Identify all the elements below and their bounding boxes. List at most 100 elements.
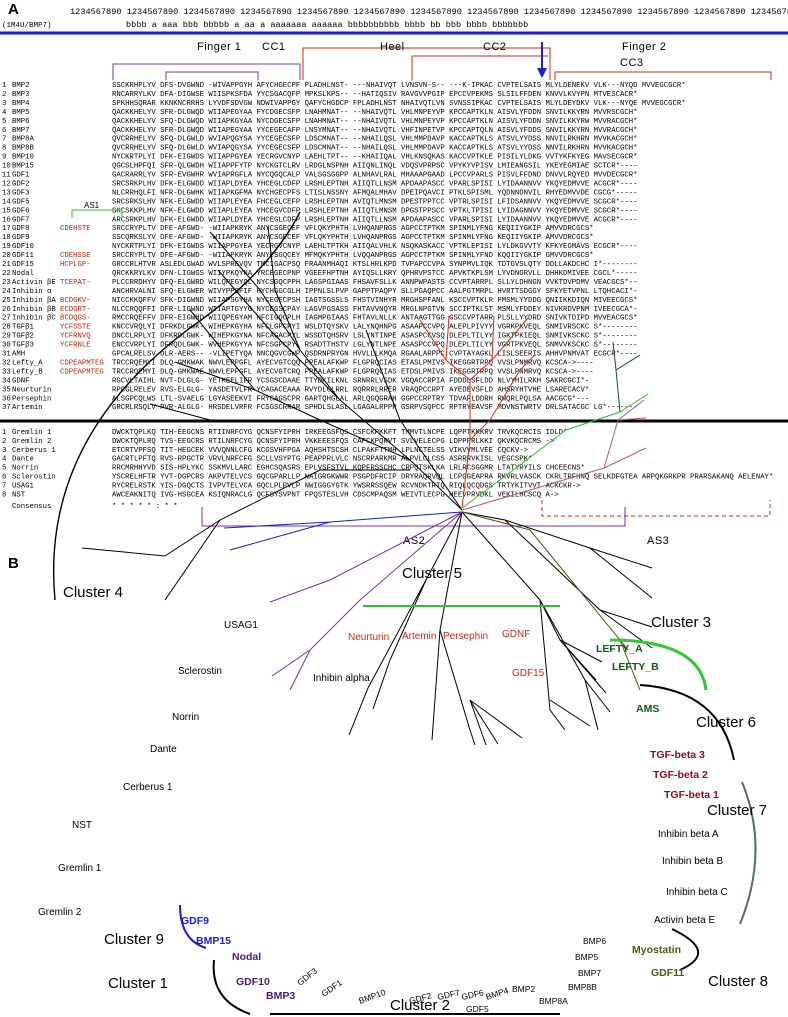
row-number: 29 (2, 333, 11, 341)
row-name: BMP3 (12, 91, 30, 99)
row-name: GDNF (12, 377, 30, 385)
row-sequence: TRCCRQEMYI DLQ-GMKWAK NWVLEPPGFL AYECVGT… (112, 359, 594, 367)
as1-bracket (71, 209, 123, 218)
row-number: 32 (2, 359, 11, 367)
branch-inhibin-ba (461, 511, 653, 569)
row-sequence: RGCVLTAIHL NVT-DLGLG- YETKEELIFR YCSGSCD… (112, 377, 589, 385)
row-name: GDF1 (12, 172, 30, 180)
row-number: 12 (2, 180, 11, 188)
row-name: Sclerostin (12, 474, 56, 482)
branch-nst (149, 403, 320, 421)
row-sequence: QACKKHELYV SFQ-DLGWQD WIIAPKGYAA NYCDGEC… (112, 118, 637, 126)
leaf-myostatin: Myostatin (632, 944, 681, 956)
branch-gdf2 (439, 629, 476, 746)
row-name: Inhibin βA (12, 297, 56, 305)
row-number: 31 (2, 351, 11, 359)
row-sequence: SRCCRYPLTV DFE-AFGWD- -WIIAPKRYK ANYCSGQ… (112, 252, 594, 260)
leaf-inhibin-bc: Inhibin beta C (666, 887, 728, 898)
row-name: TGFβ1 (12, 324, 35, 332)
row-name: Lefty_B (12, 368, 43, 376)
branch-bmp3 (289, 649, 311, 691)
row-number: 13 (2, 189, 11, 197)
row-sequence: DWCKTQPLRQ TVS-EEGCRS RTILNRFCYG QCNSFYI… (112, 438, 554, 446)
row-name: BMP5 (12, 109, 30, 117)
branch-myostatin (461, 511, 629, 651)
branch-gremlin2 (164, 519, 221, 601)
leaf-gremlin2: Gremlin 2 (38, 907, 82, 918)
domain-brackets (112, 42, 772, 80)
row-prefix: TCEPAT- (60, 279, 91, 287)
leaf-tgfb2: TGF-beta 2 (653, 769, 708, 781)
row-sequence: SRCSRKSLHV NFK-ELGWDD WIIAPLEYEA FHCEGLC… (112, 198, 637, 206)
branch-bmp2 (549, 699, 591, 727)
row-sequence: NLCCRQQFFI DFR-LIGWND WIIAPTGYYG NYCEGSC… (112, 306, 637, 314)
row-sequence: SSCKRHPLYV DFS-DVGWND -WIVAPPGYH AFYCHGE… (112, 82, 686, 90)
row-sequence: DNCCLRPLYI DFKRDLGWK- WIHEPKGYNA NFCAGAC… (112, 333, 637, 341)
row-sequence: RMCCRQEFFV DFR-EIGWHD WIIQPEGYAM NFCIGQC… (112, 315, 637, 323)
consensus-line: * * * * * : * * (112, 503, 178, 511)
cc2-label: CC2 (483, 41, 507, 53)
cc1-label: CC1 (262, 41, 286, 53)
leaf-lefty-b: LEFTY_B (612, 661, 659, 673)
row-number: 18 (2, 234, 11, 242)
leaf-bmp7: BMP7 (578, 968, 601, 978)
row-name: BMP8A (12, 136, 35, 144)
leaf-bmp8b: BMP8B (568, 982, 597, 992)
heel-bracket (302, 47, 551, 80)
row-name: Inhibin βC (12, 315, 56, 323)
leaf-bmp5: BMP5 (575, 952, 598, 962)
row-name: GDF10 (12, 243, 34, 251)
row-number: 17 (2, 225, 11, 233)
row-name: BMP4 (12, 100, 30, 108)
leaf-norrin: Norrin (172, 712, 199, 723)
row-number: 25 (2, 297, 11, 305)
row-sequence: GRCRLRSQLV PVR-ALGLG- HRSDELVRFR FCSGSCR… (112, 404, 637, 412)
row-name: Gremlin 1 (12, 429, 52, 437)
branch-tgfb1 (603, 447, 647, 469)
leaf-gdf1: GDF1 (319, 977, 344, 998)
leaf-gdf15: GDF15 (512, 668, 545, 679)
cluster8-arc (671, 928, 700, 971)
leaf-gdf5: GDF5 (466, 1004, 489, 1014)
phylogenetic-tree (52, 211, 757, 1015)
row-number: 20 (2, 252, 11, 260)
cluster5-label: Cluster 5 (402, 565, 462, 582)
cluster3-label: Cluster 3 (651, 614, 711, 631)
branch-gdf5 (469, 699, 523, 739)
leaf-dante: Dante (150, 744, 177, 755)
branch-norrin (217, 269, 341, 401)
row-number: 37 (2, 404, 11, 412)
leaf-bmp4: BMP4 (485, 985, 510, 1002)
row-sequence: YSCRELHFTR YVT-DGPCRS AKPVTELVCS GQCGPAR… (112, 474, 773, 482)
cluster6-arc (639, 684, 735, 761)
row-name: Gremlin 2 (12, 438, 51, 446)
row-sequence: DWCKTQPLKQ TIH-EEGCNS RTIINRFCYG QCNSFYI… (112, 429, 567, 437)
row-name: GDF15 (12, 261, 34, 269)
row-number: 4 (2, 456, 7, 464)
branch-dante (189, 309, 411, 461)
row-prefix: BCDQGS- (60, 315, 91, 323)
leaf-gdf3: GDF3 (295, 966, 319, 988)
row-sequence: ALSGPCQLWS LTL-SVAELG LGYASEEKVI FRYCAGS… (112, 395, 589, 403)
leaf-neurturin: Neurturin (348, 632, 389, 643)
branch-bmp4 (461, 511, 566, 731)
cc1-bracket (165, 71, 259, 80)
finger2-label: Finger 2 (622, 41, 666, 53)
row-name: GDF6 (12, 207, 30, 215)
leaf-bmp10: BMP10 (357, 987, 387, 1006)
row-sequence: KNCCVRQLYI DFRKDLGWK- WIHEPKGYHA NFCLGPC… (112, 324, 637, 332)
panel-a-label: A (8, 1, 19, 18)
row-name: BMP10 (12, 154, 34, 162)
row-number: 2 (2, 91, 6, 99)
structure-reference-label: (1M4U/BMP7) (2, 22, 52, 30)
branch-bmp8a (539, 599, 599, 731)
row-sequence: NYCKRTPLYI DFK-EIGWDS WIIAPPGYEA YECRGVC… (112, 154, 637, 162)
branch-bmp10 (431, 511, 463, 741)
row-sequence: GRCCRLHTVR ASLEDLGWAD WVLSPREVQV TMCIGAC… (112, 261, 637, 269)
row-name: TGFβ2 (12, 333, 34, 341)
leaf-sclerostin: Sclerostin (178, 666, 222, 677)
row-name: Inhibin βB (12, 306, 56, 314)
row-number: 33 (2, 368, 11, 376)
branch-cerberus (174, 361, 256, 391)
